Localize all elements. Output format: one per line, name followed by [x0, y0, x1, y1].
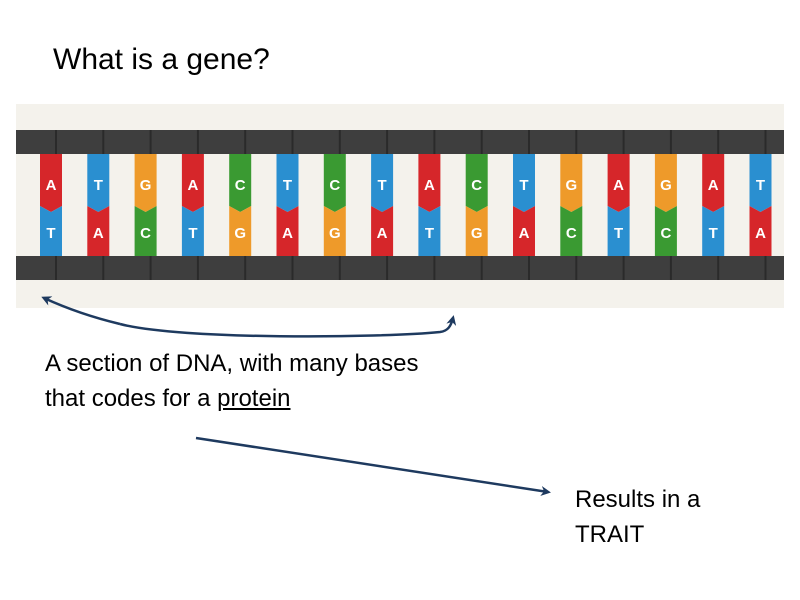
bottom-base-letter: T — [614, 225, 623, 242]
bottom-base — [607, 206, 630, 256]
protein-keyword: protein — [217, 385, 291, 412]
bottom-base — [134, 206, 157, 256]
bottom-base — [513, 206, 535, 256]
top-base-letter: A — [187, 177, 198, 194]
bottom-base-letter: A — [755, 225, 766, 242]
bottom-base-letter: A — [93, 225, 104, 242]
bottom-base-letter: G — [471, 225, 483, 242]
bottom-base-letter: T — [46, 225, 55, 242]
bottom-base — [40, 206, 62, 256]
top-base-letter: T — [94, 177, 103, 194]
bottom-base-letter: A — [377, 225, 388, 242]
bottom-base — [276, 206, 299, 256]
top-base-letter: A — [424, 177, 435, 194]
top-base — [607, 154, 630, 212]
bottom-base — [749, 206, 772, 256]
top-base-letter: A — [708, 177, 719, 194]
bottom-base — [323, 206, 346, 256]
top-base-letter: C — [235, 177, 246, 194]
bottom-base-letter: G — [329, 225, 341, 242]
top-backbone — [16, 130, 784, 154]
bottom-backbone — [16, 256, 784, 280]
bottom-base-letter: T — [188, 225, 197, 242]
top-base-letter: A — [46, 177, 57, 194]
bottom-base — [418, 206, 441, 256]
bottom-base-letter: G — [234, 225, 246, 242]
bottom-base-letter: C — [566, 225, 577, 242]
top-base-letter: C — [329, 177, 340, 194]
dna-strand-graphic: A T T A G C A T C G T A C G T A A T C G T A G C A T G C A T T A — [16, 130, 784, 280]
top-base-letter: A — [613, 177, 624, 194]
top-base — [323, 154, 346, 212]
top-base — [513, 154, 535, 212]
gene-definition-text: A section of DNA, with many bases that c… — [45, 346, 425, 416]
bottom-base — [229, 206, 252, 256]
top-base — [654, 154, 677, 212]
result-text: Results in a TRAIT — [575, 482, 775, 552]
bottom-base — [702, 206, 725, 256]
top-base-letter: T — [378, 177, 387, 194]
top-base-letter: G — [660, 177, 672, 194]
top-base — [702, 154, 725, 212]
top-base-letter: T — [756, 177, 765, 194]
gene-span-arrow — [119, 315, 457, 338]
top-base — [181, 154, 204, 212]
top-base-letter: T — [519, 177, 528, 194]
bottom-base-letter: A — [282, 225, 293, 242]
top-base — [560, 154, 583, 212]
top-base — [465, 154, 488, 212]
trait-arrow — [195, 436, 551, 496]
top-base — [276, 154, 299, 212]
slide-title: What is a gene? — [53, 43, 270, 76]
bottom-base-letter: T — [709, 225, 718, 242]
bottom-base-letter: A — [519, 225, 530, 242]
bottom-base-letter: T — [425, 225, 434, 242]
top-base — [40, 154, 62, 212]
gene-span-arrow-left-head — [41, 296, 121, 326]
top-base-letter: T — [283, 177, 292, 194]
bottom-base-letter: C — [660, 225, 671, 242]
top-base — [134, 154, 157, 212]
result-line-1: Results in a — [575, 486, 701, 513]
bottom-base — [371, 206, 394, 256]
dna-strand-image: A T T A G C A T C G T A C G T A A T C G T A G C A T G C A T T A — [16, 104, 784, 308]
bottom-base — [560, 206, 583, 256]
top-base — [749, 154, 772, 212]
bottom-base — [465, 206, 488, 256]
bottom-base — [87, 206, 110, 256]
result-line-2: TRAIT — [575, 521, 645, 548]
top-base-letter: G — [140, 177, 152, 194]
top-base — [371, 154, 394, 212]
top-base-letter: G — [565, 177, 577, 194]
bottom-base — [654, 206, 677, 256]
bottom-base-letter: C — [140, 225, 151, 242]
top-base — [418, 154, 441, 212]
top-base — [87, 154, 110, 212]
gene-definition-main: A section of DNA, with many bases that c… — [45, 350, 419, 412]
bottom-base — [181, 206, 204, 256]
top-base-letter: C — [471, 177, 482, 194]
top-base — [229, 154, 252, 212]
